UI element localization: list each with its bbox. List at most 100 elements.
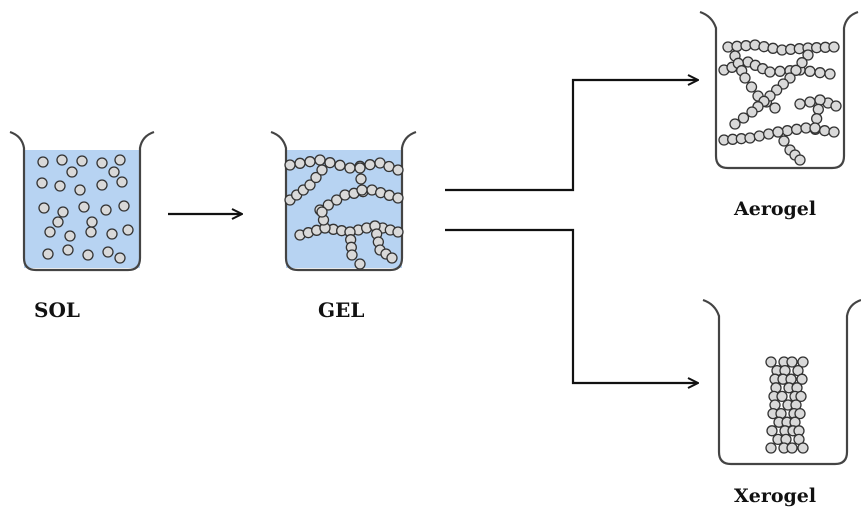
network-particle xyxy=(764,66,776,78)
network-particle xyxy=(339,189,351,201)
sol-particle xyxy=(78,201,90,213)
network-particle xyxy=(364,159,376,171)
network-particle xyxy=(819,125,831,137)
network-particle xyxy=(331,194,343,206)
network-particle xyxy=(737,112,750,124)
sol-particle xyxy=(82,249,94,261)
network-particle xyxy=(354,162,366,174)
sol-particle xyxy=(86,216,98,228)
network-particle xyxy=(304,179,316,191)
xerogel-particle xyxy=(795,390,807,403)
sol-particle xyxy=(42,248,54,260)
gel-label: GEL xyxy=(318,298,365,322)
xerogel-particle xyxy=(766,425,778,437)
network-particle xyxy=(828,126,840,138)
aerogel-beaker xyxy=(699,10,859,170)
sol-beaker-outline xyxy=(9,130,155,272)
gel-to-xerogel-arrow xyxy=(445,228,697,383)
sol-particle xyxy=(57,206,69,218)
network-particle xyxy=(344,162,356,174)
sol-particle xyxy=(96,179,108,191)
network-particle xyxy=(386,252,398,264)
xerogel-label: Xerogel xyxy=(734,485,817,507)
network-particle xyxy=(753,130,765,142)
network-particle xyxy=(745,81,758,93)
network-particle xyxy=(304,156,316,168)
xerogel-particle xyxy=(765,442,777,454)
network-particle xyxy=(824,68,836,80)
network-particle xyxy=(392,164,404,176)
network-particle xyxy=(316,164,328,176)
network-particle xyxy=(322,199,334,211)
sol-particle xyxy=(122,224,134,236)
network-particle xyxy=(794,98,806,110)
network-particle xyxy=(355,173,367,185)
sol-particle xyxy=(44,226,56,238)
xerogel-particle xyxy=(765,356,777,368)
network-particle xyxy=(739,72,751,84)
sol-particle xyxy=(116,176,128,188)
xerogel-particle xyxy=(786,442,798,454)
network-particle xyxy=(811,113,823,125)
sol-particle xyxy=(36,177,48,189)
network-particle xyxy=(796,57,808,69)
sol-label: SOL xyxy=(34,298,80,322)
network-particle xyxy=(763,128,775,140)
gel-to-aerogel-arrow xyxy=(445,80,697,192)
network-particle xyxy=(781,125,793,137)
network-particle xyxy=(790,64,802,76)
network-particle xyxy=(828,41,840,53)
xerogel-beaker xyxy=(702,298,861,466)
sol-particle xyxy=(114,154,126,166)
network-particle xyxy=(814,67,826,79)
xerogel-particle xyxy=(797,442,809,454)
sol-beaker xyxy=(9,130,155,272)
sol-particle xyxy=(74,184,86,196)
network-particle xyxy=(802,49,814,61)
network-particle xyxy=(804,65,816,77)
xerogel-particle xyxy=(797,356,809,368)
sol-particle xyxy=(52,216,64,228)
xerogel-particle xyxy=(796,373,808,385)
network-particle xyxy=(767,42,779,54)
xerogel-particle xyxy=(794,407,806,420)
network-particle xyxy=(769,102,781,114)
network-particle xyxy=(814,94,826,106)
network-particle xyxy=(758,41,770,53)
aerogel-beaker-outline xyxy=(699,10,859,170)
sol-particle xyxy=(96,157,108,169)
sol-particle xyxy=(64,230,76,242)
network-particle xyxy=(809,122,821,134)
network-particle xyxy=(749,39,761,51)
sol-particle xyxy=(56,154,68,166)
sol-particle xyxy=(114,252,126,264)
network-particle xyxy=(778,135,790,147)
sol-particle xyxy=(108,166,120,178)
network-particle xyxy=(314,154,326,166)
network-particle xyxy=(794,154,806,166)
sol-particle xyxy=(38,202,50,214)
sol-particle xyxy=(62,244,74,256)
xerogel-beaker-outline xyxy=(702,298,861,466)
xerogel-particle xyxy=(776,390,788,403)
aerogel-label: Aerogel xyxy=(734,198,817,220)
xerogel-particle xyxy=(786,356,798,368)
gel-particle-network xyxy=(284,154,404,270)
network-particle xyxy=(774,65,786,77)
xerogel-particle-cluster xyxy=(765,356,809,454)
network-particle xyxy=(812,103,824,115)
aerogel-particle-network xyxy=(718,39,842,166)
gel-beaker-outline xyxy=(270,130,417,272)
gel-beaker xyxy=(270,130,417,272)
network-particle xyxy=(772,126,784,138)
network-particle xyxy=(791,123,803,135)
network-particle xyxy=(746,106,758,118)
network-particle xyxy=(294,157,306,169)
network-particle xyxy=(744,132,756,144)
sol-particle xyxy=(37,156,49,168)
sol-particle xyxy=(102,246,114,258)
sol-particle xyxy=(54,180,66,192)
sol-particle xyxy=(85,226,97,238)
network-particle xyxy=(804,96,816,108)
